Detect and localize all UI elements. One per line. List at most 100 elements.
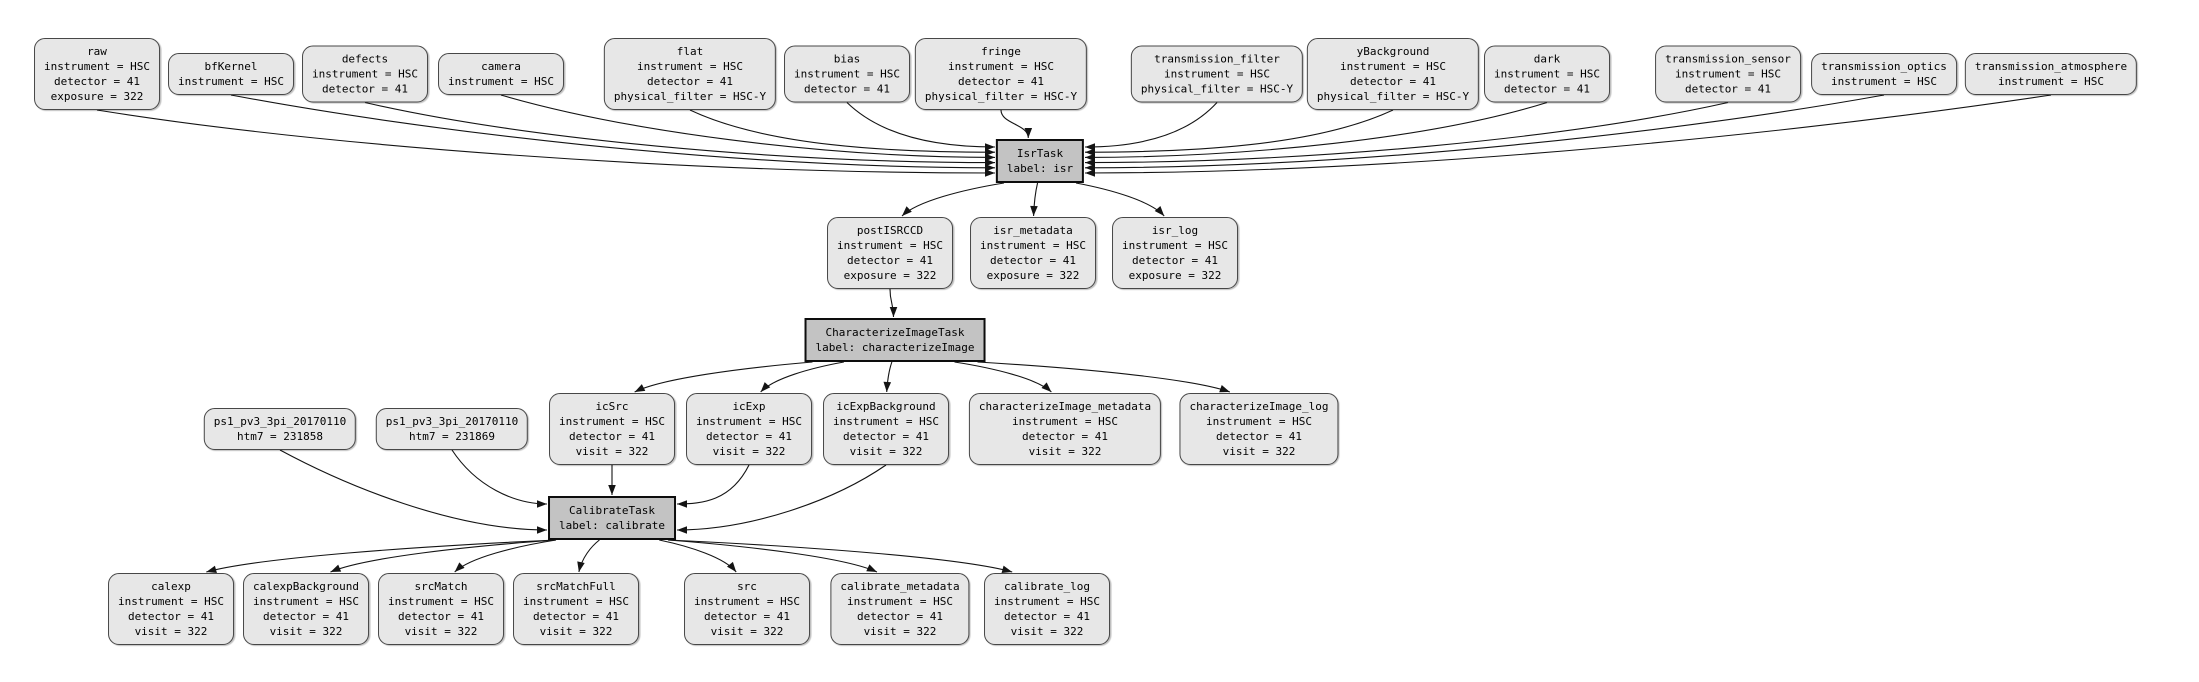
arrowhead-icon xyxy=(985,143,995,151)
dataset-node-characterizeImage_log: characterizeImage_log instrument = HSC det… xyxy=(1179,393,1339,465)
node-dimension: instrument = HSC xyxy=(1340,60,1446,73)
node-dimension: detector = 41 xyxy=(957,75,1045,88)
node-dimension: exposure = 322 xyxy=(1128,269,1222,282)
node-dimension: detector = 41 xyxy=(842,430,930,443)
arrowhead-icon xyxy=(985,148,995,156)
node-title: bfKernel xyxy=(204,60,258,73)
node-dimension: instrument = HSC xyxy=(837,239,943,252)
node-dimension: instrument = HSC xyxy=(1494,67,1600,81)
node-dimension: detector = 41 xyxy=(1503,82,1591,96)
node-dimension: instrument = HSC xyxy=(1012,415,1118,428)
node-dimension: visit = 322 xyxy=(849,445,923,458)
node-title: calexpBackground xyxy=(253,580,359,593)
node-dimension: physical_filter = HSC-Y xyxy=(1316,90,1470,103)
arrowhead-icon xyxy=(1024,128,1033,138)
arrowhead-icon xyxy=(330,564,342,572)
node-dimension: detector = 41 xyxy=(127,610,215,623)
node-dimension: visit = 322 xyxy=(712,445,786,458)
node-dimension: instrument = HSC xyxy=(1831,75,1937,88)
node-dimension: detector = 41 xyxy=(1349,75,1437,88)
node-dimension: detector = 41 xyxy=(397,610,485,623)
node-dimension: detector = 41 xyxy=(1215,430,1303,443)
node-title: isr_log xyxy=(1151,224,1199,237)
node-title: yBackground xyxy=(1356,45,1430,58)
arrowhead-icon xyxy=(902,206,912,216)
arrowhead-icon xyxy=(537,526,547,534)
node-title: bias xyxy=(833,52,861,66)
arrowhead-icon xyxy=(1085,148,1095,156)
node-title: calibrate_log xyxy=(1003,580,1091,593)
arrowhead-icon xyxy=(726,561,737,572)
arrowhead-icon xyxy=(760,382,771,392)
node-dimension: label: characterizeImage xyxy=(815,341,975,354)
arrowhead-icon xyxy=(677,500,687,508)
arrowhead-icon xyxy=(1041,382,1052,392)
edge-transmission_sensor-to-isr xyxy=(1084,101,1729,164)
node-dimension: detector = 41 xyxy=(703,610,791,623)
node-title: src xyxy=(737,580,757,593)
arrowhead-icon xyxy=(206,565,217,574)
node-title: isr_metadata xyxy=(993,224,1073,237)
edge-characterizeImage-to-characterizeImage_log xyxy=(977,361,1231,393)
node-dimension: instrument = HSC xyxy=(178,75,284,88)
edge-yBackground-to-isr xyxy=(1084,109,1394,153)
node-title: IsrTask xyxy=(1016,147,1064,160)
node-dimension: detector = 41 xyxy=(856,610,944,623)
node-title: defects xyxy=(341,52,389,66)
node-dimension: visit = 322 xyxy=(1222,445,1296,458)
node-dimension: instrument = HSC xyxy=(559,415,665,428)
edge-calibrate-to-calexp xyxy=(206,539,557,573)
node-dimension: label: isr xyxy=(1006,162,1074,175)
node-dimension: instrument = HSC xyxy=(794,67,900,81)
node-dimension: visit = 322 xyxy=(863,625,937,638)
arrowhead-icon xyxy=(1085,164,1095,172)
edge-raw-to-isr xyxy=(96,109,996,174)
node-dimension: visit = 322 xyxy=(269,625,343,638)
node-title: icSrc xyxy=(595,400,629,413)
arrowhead-icon xyxy=(537,500,547,508)
node-dimension: instrument = HSC xyxy=(388,595,494,608)
edge-calibrate-to-calibrate_log xyxy=(667,539,1013,573)
node-dimension: instrument = HSC xyxy=(523,595,629,608)
node-dimension: instrument = HSC xyxy=(1206,415,1312,428)
node-dimension: physical_filter = HSC-Y xyxy=(924,90,1078,103)
node-title: characterizeImage_log xyxy=(1189,400,1329,413)
edge-camera-to-isr xyxy=(500,94,996,158)
node-title: icExp xyxy=(732,400,766,413)
node-dimension: instrument = HSC xyxy=(1122,239,1228,252)
arrowhead-icon xyxy=(985,169,995,177)
node-dimension: detector = 41 xyxy=(989,254,1077,267)
node-dimension: instrument = HSC xyxy=(1164,67,1270,81)
node-dimension: instrument = HSC xyxy=(696,415,802,428)
edge-calibrate-to-calibrate_metadata xyxy=(667,539,878,573)
arrowhead-icon xyxy=(1030,205,1038,216)
node-title: srcMatchFull xyxy=(536,580,616,593)
arrowhead-icon xyxy=(677,526,687,534)
node-dimension: detector = 41 xyxy=(705,430,793,443)
node-title: characterizeImage_metadata xyxy=(978,400,1152,413)
node-dimension: htm7 = 231869 xyxy=(408,430,496,443)
node-dimension: detector = 41 xyxy=(846,254,934,267)
node-dimension: instrument = HSC xyxy=(948,60,1054,73)
dataset-node-yBackground: yBackground instrument = HSC detector = 41… xyxy=(1306,38,1480,110)
node-dimension: visit = 322 xyxy=(1010,625,1084,638)
dataset-node-icExp: icExp instrument = HSC detector = 41 visit … xyxy=(686,393,812,465)
